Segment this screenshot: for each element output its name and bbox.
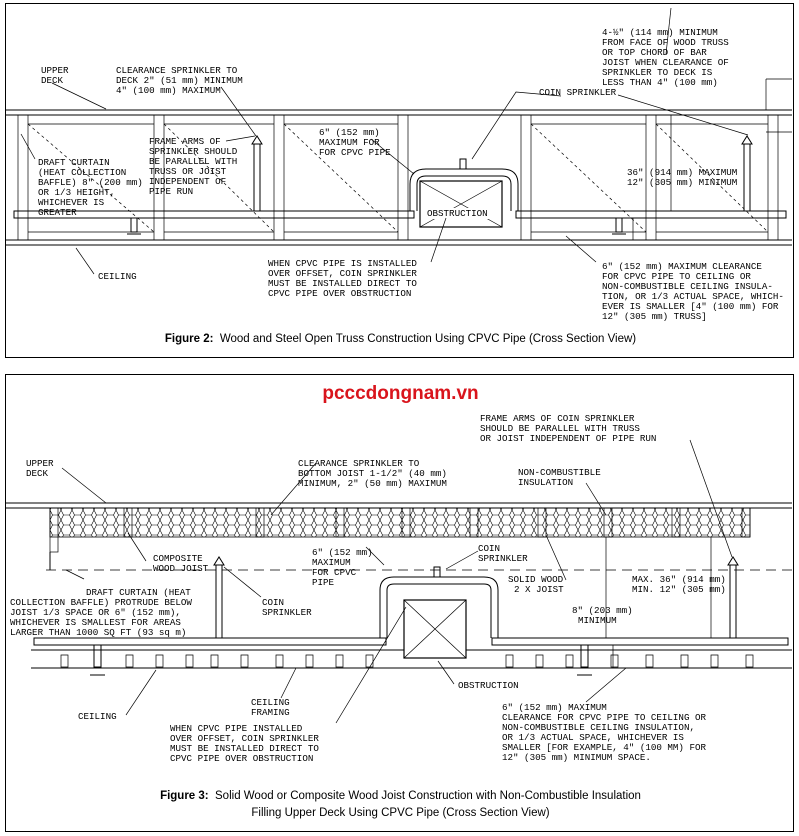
figure-3-caption-line1: Figure 3: Solid Wood or Composite Wood J… [6, 790, 795, 802]
cpvc-pipe [13, 168, 787, 219]
figure-2-number: Figure 2: [164, 333, 214, 345]
label-ceiling: CEILING [98, 271, 137, 282]
leader-lines [20, 7, 749, 275]
wood-joists [49, 507, 751, 553]
truss-members [17, 114, 779, 241]
label-ceiling: CEILING [78, 711, 117, 722]
upper-deck [6, 502, 792, 509]
sprinkler-heads [90, 556, 739, 676]
sprinkler-heads [127, 135, 753, 235]
obstruction-box [419, 180, 503, 228]
draft-curtain [46, 552, 792, 571]
watermark-text: pcccdongnam.vn [322, 383, 479, 404]
leader-lines [61, 439, 733, 724]
obstruction-box [403, 599, 467, 659]
label-obstruction: OBSTRUCTION [427, 208, 488, 219]
ceiling-line [6, 239, 792, 246]
label-eight-inch: 8" (203 mm)MINIMUM [572, 605, 633, 626]
dimension-lines [605, 537, 712, 668]
figure-2-caption-text: Wood and Steel Open Truss Construction U… [219, 333, 637, 345]
figure-3-caption-line2: Filling Upper Deck Using CPVC Pipe (Cros… [251, 807, 550, 819]
label-max-min: MAX. 36" (914 mm)MIN. 12" (305 mm) [632, 574, 726, 595]
figure-3-panel: pcccdongnam.vn [5, 374, 794, 832]
cpvc-pipe [33, 576, 789, 646]
figure-3-number: Figure 3: [160, 790, 209, 802]
figure-2-caption: Figure 2: Wood and Steel Open Truss Cons… [6, 333, 795, 345]
figure-3-caption-text: Solid Wood or Composite Wood Joist Const… [215, 790, 641, 802]
label-coin-sprinkler: COIN SPRINKLER [539, 87, 617, 98]
insulation-fill [49, 507, 751, 538]
dimension-lines [632, 78, 792, 240]
label-obstruction: OBSTRUCTION [458, 680, 519, 691]
